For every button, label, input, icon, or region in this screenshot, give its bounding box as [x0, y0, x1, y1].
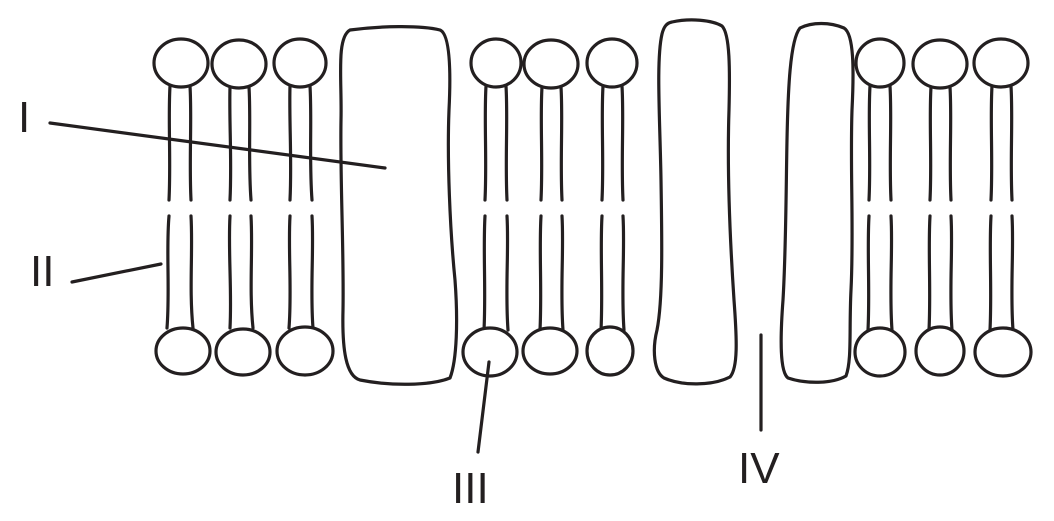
- fatty-acid-tail: [189, 214, 195, 330]
- phospholipid-head: [585, 37, 639, 89]
- fatty-acid-tail: [505, 214, 510, 332]
- fatty-acid-tail: [949, 214, 954, 332]
- fatty-acid-tail: [538, 214, 543, 332]
- fatty-acid-tail: [539, 85, 544, 202]
- channel-protein-right: [779, 21, 855, 384]
- phospholipid-head: [854, 37, 906, 89]
- phospholipid-head: [521, 326, 579, 376]
- fatty-acid-tail: [227, 214, 233, 330]
- fatty-acid-tail: [482, 214, 487, 332]
- phospholipid-head: [275, 325, 335, 377]
- fatty-acid-tail: [504, 84, 509, 202]
- phospholipid-head: [914, 325, 966, 377]
- phospholipid-head: [152, 37, 210, 89]
- phospholipid-head: [154, 326, 212, 376]
- integral-protein-large: [338, 25, 459, 386]
- fatty-acid-tail: [1009, 84, 1014, 202]
- phospholipid-head: [272, 37, 328, 89]
- phospholipid-head: [522, 38, 580, 90]
- phospholipid-head: [972, 37, 1030, 89]
- fatty-acid-tail: [866, 214, 871, 332]
- phospholipid-head: [973, 326, 1033, 378]
- fatty-acid-tail: [247, 85, 253, 202]
- fatty-acid-tail: [287, 214, 292, 330]
- phospholipid-group-middle: [461, 37, 639, 378]
- phospholipid-head: [853, 326, 907, 378]
- phospholipid-head: [911, 38, 969, 90]
- fatty-acid-tail: [599, 214, 604, 332]
- phospholipid-head: [585, 325, 635, 377]
- label-II: II: [30, 247, 54, 296]
- fatty-acid-tail: [928, 85, 933, 202]
- phospholipid-group-left: [152, 37, 335, 377]
- fatty-acid-tail: [988, 214, 993, 332]
- phospholipid-head: [210, 38, 268, 90]
- leader-line-II: [70, 262, 163, 284]
- phospholipid-head: [461, 326, 519, 378]
- fatty-acid-tail: [483, 84, 488, 202]
- fatty-acid-tail: [165, 214, 171, 330]
- fatty-acid-tail: [927, 214, 932, 332]
- fatty-acid-tail: [308, 84, 314, 202]
- fatty-acid-tail: [228, 85, 233, 202]
- channel-protein-left: [652, 18, 738, 386]
- fatty-acid-tail: [888, 84, 893, 202]
- label-IV: IV: [738, 444, 780, 493]
- leader-line-III: [476, 360, 491, 454]
- fatty-acid-tail: [621, 214, 626, 332]
- fatty-acid-tail: [559, 85, 564, 202]
- phospholipid-head: [214, 327, 272, 377]
- fatty-acid-tail: [889, 214, 894, 332]
- fatty-acid-tail: [167, 84, 172, 202]
- fatty-acid-tail: [989, 84, 994, 202]
- label-I: I: [18, 93, 30, 142]
- fatty-acid-tail: [1010, 214, 1015, 332]
- leader-line-I: [48, 121, 387, 170]
- fatty-acid-tail: [948, 85, 953, 202]
- fatty-acid-tail: [249, 214, 255, 330]
- fatty-acid-tail: [288, 84, 293, 202]
- fatty-acid-tail: [867, 84, 872, 202]
- phospholipid-group-right: [853, 37, 1033, 378]
- fatty-acid-tail: [600, 84, 605, 202]
- fatty-acid-tail: [560, 214, 565, 332]
- fatty-acid-tail: [620, 84, 625, 202]
- fatty-acid-tail: [310, 214, 315, 330]
- label-III: III: [452, 464, 489, 513]
- phospholipid-head: [469, 37, 523, 89]
